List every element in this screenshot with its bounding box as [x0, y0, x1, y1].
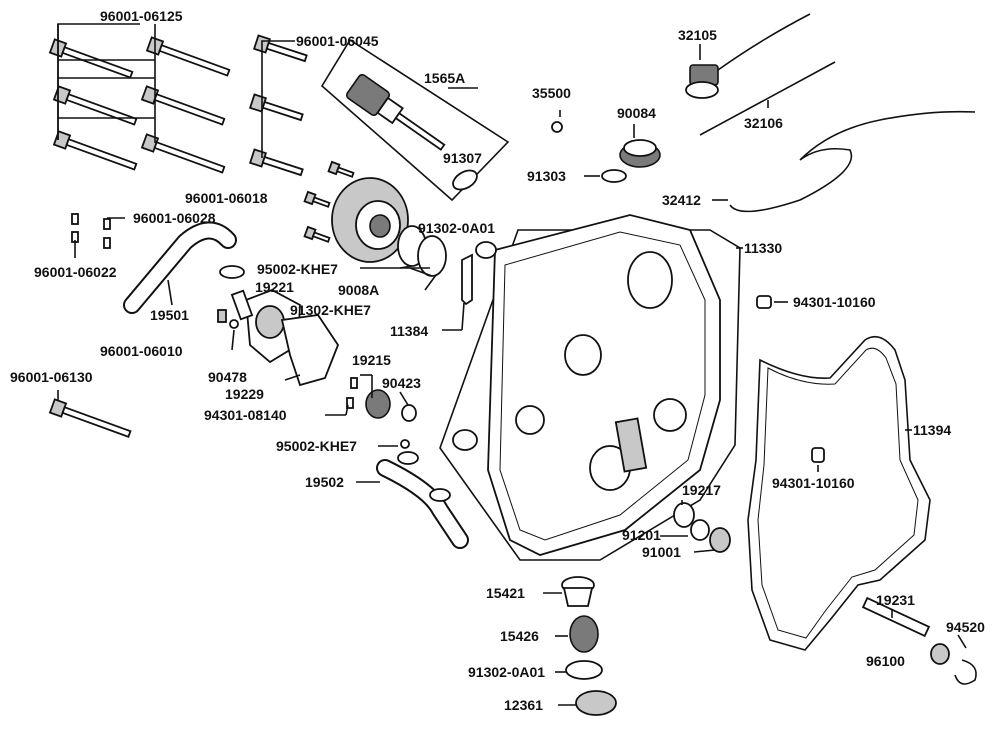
label-15426: 15426: [500, 628, 539, 644]
water-pump-parts: [217, 265, 417, 422]
bolt-group-96001-06045: [248, 34, 308, 177]
label-90423: 90423: [382, 375, 421, 391]
label-90084: 90084: [617, 105, 656, 121]
label-94520: 94520: [946, 619, 985, 635]
label-91302-KHE7: 91302-KHE7: [290, 302, 371, 318]
label-19502: 19502: [305, 474, 344, 490]
label-19501: 19501: [150, 307, 189, 323]
label-32412: 32412: [662, 192, 701, 208]
label-91307: 91307: [443, 150, 482, 166]
label-95002-KHE7-bot: 95002-KHE7: [276, 438, 357, 454]
label-95002-KHE7-top: 95002-KHE7: [257, 261, 338, 277]
bolt-group-96001-06125: [48, 23, 231, 174]
label-91201: 91201: [622, 527, 661, 543]
label-15421: 15421: [486, 585, 525, 601]
hose-19502: [356, 439, 469, 549]
hose-19501: [123, 221, 237, 314]
label-96001-06028: 96001-06028: [133, 210, 216, 226]
label-96001-06018: 96001-06018: [185, 190, 268, 206]
label-91302-0A01-bot: 91302-0A01: [468, 664, 545, 680]
label-19217: 19217: [682, 482, 721, 498]
label-94301-10160-bot: 94301-10160: [772, 475, 855, 491]
label-32106: 32106: [744, 115, 783, 131]
screw-group-96001-06028: [71, 213, 125, 258]
oil-filter-cover: [303, 160, 447, 291]
label-19215: 19215: [352, 352, 391, 368]
label-19231: 19231: [876, 592, 915, 608]
label-12361: 12361: [504, 697, 543, 713]
sensor-and-wires: [551, 13, 976, 213]
label-96001-06130: 96001-06130: [10, 369, 93, 385]
dipstick-assembly: [320, 38, 510, 202]
label-11394: 11394: [913, 422, 951, 438]
label-90478: 90478: [208, 369, 247, 385]
label-91302-0A01-top: 91302-0A01: [418, 220, 495, 236]
label-96001-06010: 96001-06010: [100, 343, 183, 359]
label-94301-08140: 94301-08140: [204, 407, 287, 423]
gasket-11394: [747, 295, 931, 651]
part-labels: 96001-06125 96001-06045 1565A 35500 3210…: [10, 8, 985, 713]
label-1565A: 1565A: [424, 70, 465, 86]
label-11330: 11330: [744, 240, 782, 256]
label-35500: 35500: [532, 85, 571, 101]
label-9008A: 9008A: [338, 282, 379, 298]
label-19229: 19229: [225, 386, 264, 402]
label-94301-10160-top: 94301-10160: [793, 294, 876, 310]
label-96001-06022: 96001-06022: [34, 264, 117, 280]
label-91303: 91303: [527, 168, 566, 184]
label-32105: 32105: [678, 27, 717, 43]
label-19221: 19221: [255, 279, 294, 295]
crankcase-cover-11330: [439, 214, 743, 561]
bracket-11384: [442, 241, 497, 331]
bolt-96001-06130: [48, 390, 132, 438]
seal-and-bearing: [660, 500, 731, 553]
label-91001: 91001: [642, 544, 681, 560]
label-96001-06045: 96001-06045: [296, 33, 379, 49]
shaft-19231: [861, 596, 977, 685]
label-11384: 11384: [390, 323, 428, 339]
label-96100: 96100: [866, 653, 905, 669]
label-96001-06125: 96001-06125: [100, 8, 183, 24]
strainer-stack: [543, 576, 617, 716]
